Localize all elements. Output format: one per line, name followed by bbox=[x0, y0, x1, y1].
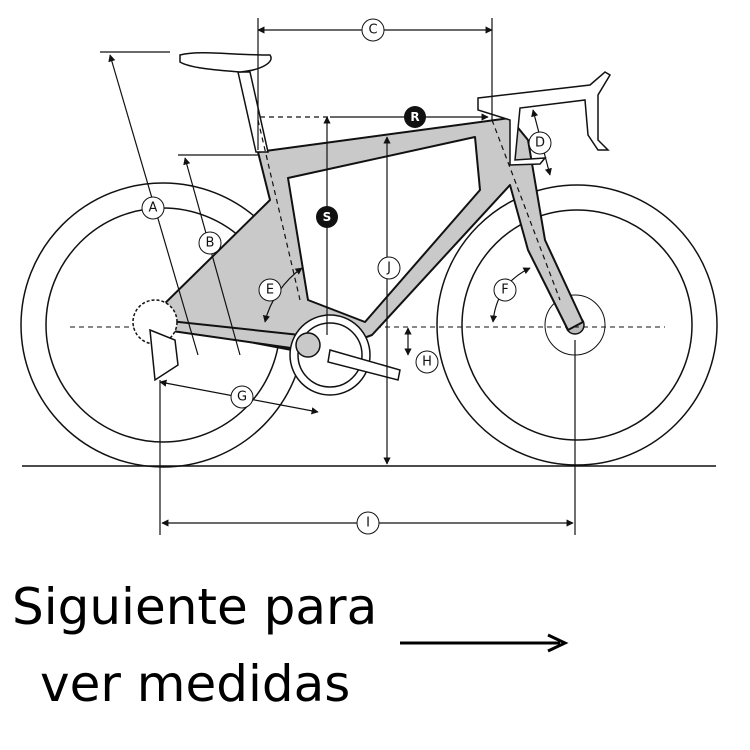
label-F: F bbox=[493, 278, 517, 302]
label-B: B bbox=[198, 231, 222, 255]
label-S: S bbox=[316, 206, 338, 228]
svg-text:E: E bbox=[266, 283, 274, 298]
crankset bbox=[289, 314, 401, 396]
svg-text:R: R bbox=[410, 110, 419, 124]
svg-text:G: G bbox=[237, 390, 247, 405]
handlebar bbox=[477, 71, 612, 166]
label-E: E bbox=[258, 278, 282, 302]
svg-text:C: C bbox=[368, 23, 377, 38]
svg-text:H: H bbox=[422, 355, 432, 370]
svg-text:I: I bbox=[366, 516, 370, 531]
svg-text:D: D bbox=[535, 136, 545, 151]
svg-text:B: B bbox=[206, 236, 215, 251]
right-arrow-icon bbox=[400, 633, 569, 653]
label-G: G bbox=[230, 385, 254, 409]
svg-text:S: S bbox=[323, 210, 332, 224]
caption-line-2: ver medidas bbox=[40, 655, 351, 713]
label-A: A bbox=[141, 196, 165, 220]
caption-line-1: Siguiente para bbox=[12, 578, 378, 636]
svg-text:J: J bbox=[386, 261, 391, 276]
label-D: D bbox=[528, 131, 552, 155]
label-H: H bbox=[415, 350, 439, 374]
cassette bbox=[132, 299, 179, 382]
svg-text:A: A bbox=[149, 201, 158, 216]
label-C: C bbox=[361, 18, 385, 42]
label-I: I bbox=[356, 511, 380, 535]
svg-text:F: F bbox=[501, 283, 508, 298]
label-R: R bbox=[404, 106, 426, 128]
label-J: J bbox=[377, 256, 401, 280]
